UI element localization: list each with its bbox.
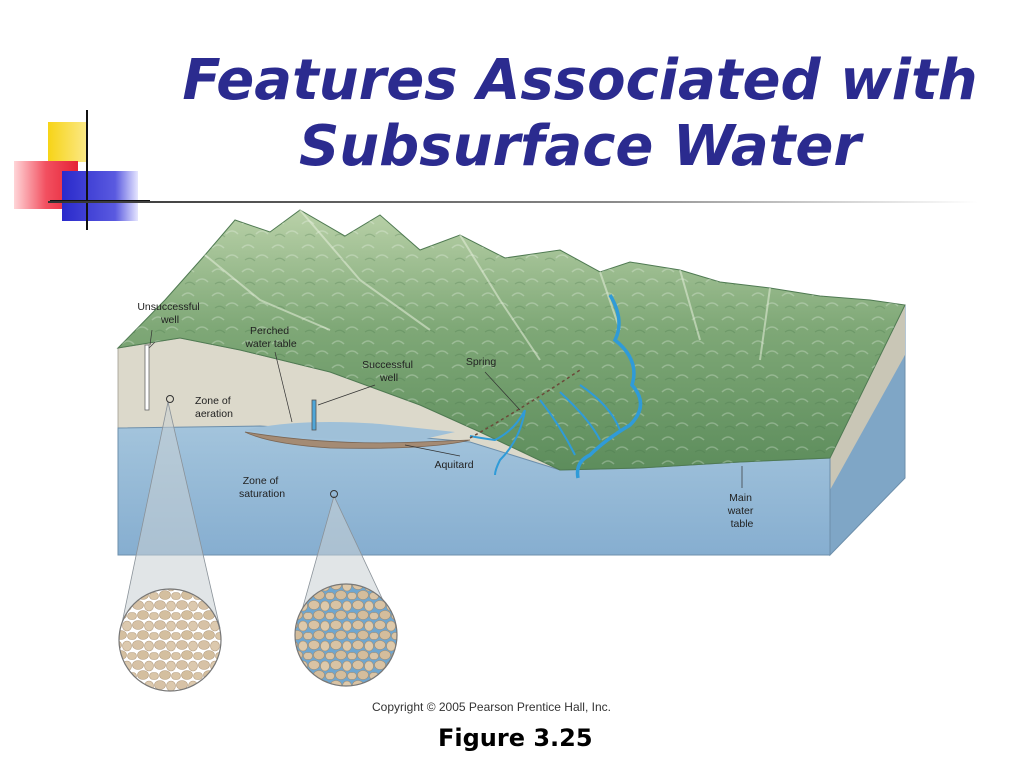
title-divider [48,201,978,203]
deco-yellow-square [48,122,88,162]
label-successful-well: Successful well [362,359,416,384]
label-aquitard: Aquitard [434,459,473,471]
soil-grains-saturation-closeup [294,583,398,687]
label-perched-water-table: Perched water table [244,325,297,350]
label-zone-of-saturation: Zone of saturation [239,475,285,500]
successful-well [311,399,317,431]
unsuccessful-well [144,344,150,411]
river [575,294,643,479]
figure-caption: Figure 3.25 [438,724,593,752]
deco-blue-square [62,171,138,221]
label-main-water-table: Main water table [727,492,757,530]
spring-streams [469,384,621,476]
subsurface-water-diagram: Unsuccessful well Perched water table Su… [116,209,906,692]
soil-grains-aeration-closeup [118,588,222,692]
aquitard-layer [244,431,471,449]
copyright-notice: Copyright © 2005 Pearson Prentice Hall, … [372,700,611,714]
label-zone-of-aeration: Zone of aeration [195,395,234,420]
title-line-1: Features Associated with [182,48,978,113]
perched-water-lens [245,422,455,441]
title-line-2: Subsurface Water [298,114,862,179]
label-spring: Spring [466,356,497,368]
slide-title: Features Associated with Subsurface Wate… [140,48,1020,180]
label-unsuccessful-well: Unsuccessful well [137,301,202,326]
